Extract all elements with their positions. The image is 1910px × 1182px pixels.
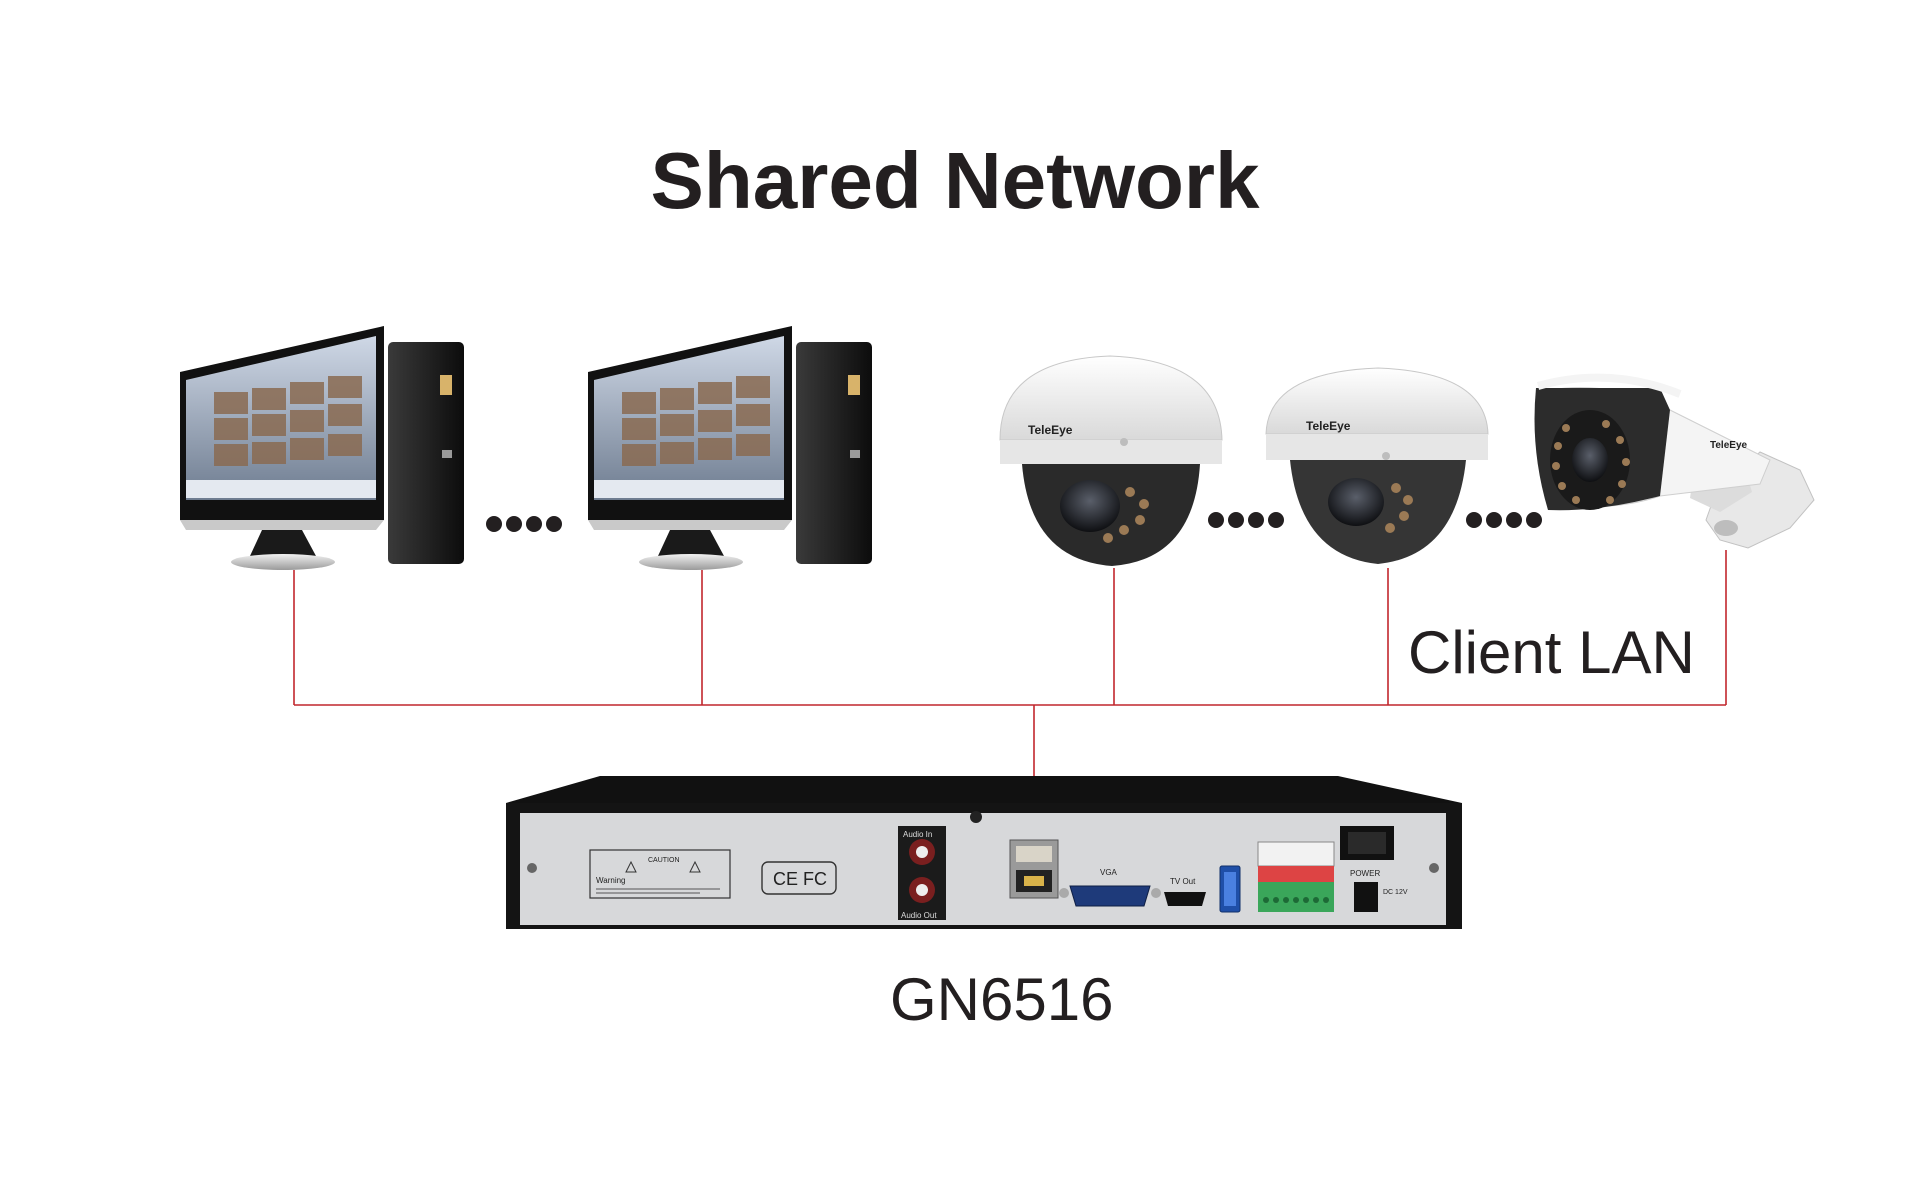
- ellipsis-dots: [1208, 512, 1284, 528]
- brand-logo: TeleEye: [1306, 419, 1351, 433]
- dome-camera-icon: TeleEye: [999, 355, 1223, 566]
- bullet-camera-icon: TeleEye: [1534, 373, 1815, 549]
- nvr-top: [506, 776, 1462, 803]
- brand-logo: TeleEye: [1710, 440, 1747, 451]
- tv-out-label: TV Out: [1170, 877, 1196, 886]
- cert-marks: CE FC: [773, 869, 827, 889]
- monitor-stand: [658, 530, 724, 556]
- pc-tower: [388, 342, 464, 564]
- pc-workstation-icon: [588, 326, 872, 570]
- warning-text: Warning: [596, 876, 626, 885]
- ellipsis-dots: [1466, 512, 1542, 528]
- power-label: POWER: [1350, 869, 1380, 878]
- brand-logo: TeleEye: [1028, 423, 1073, 437]
- monitor-stand: [250, 530, 316, 556]
- ellipsis-dots: [486, 516, 562, 532]
- nvr-recorder-icon: CAUTION Warning CE FC Audio In Audio Out…: [506, 776, 1462, 929]
- diagram-title: Shared Network: [650, 136, 1260, 225]
- audio-in-label: Audio In: [903, 830, 932, 839]
- pc-tower: [796, 342, 872, 564]
- dc-label: DC 12V: [1383, 889, 1408, 896]
- vga-label: VGA: [1100, 868, 1118, 877]
- dome-camera-icon: TeleEye: [1265, 367, 1489, 564]
- audio-out-label: Audio Out: [901, 911, 937, 920]
- pc-workstation-icon: [180, 326, 464, 570]
- nvr-model-label: GN6516: [890, 966, 1114, 1033]
- caution-text: CAUTION: [648, 857, 680, 864]
- client-lan-label: Client LAN: [1408, 619, 1695, 686]
